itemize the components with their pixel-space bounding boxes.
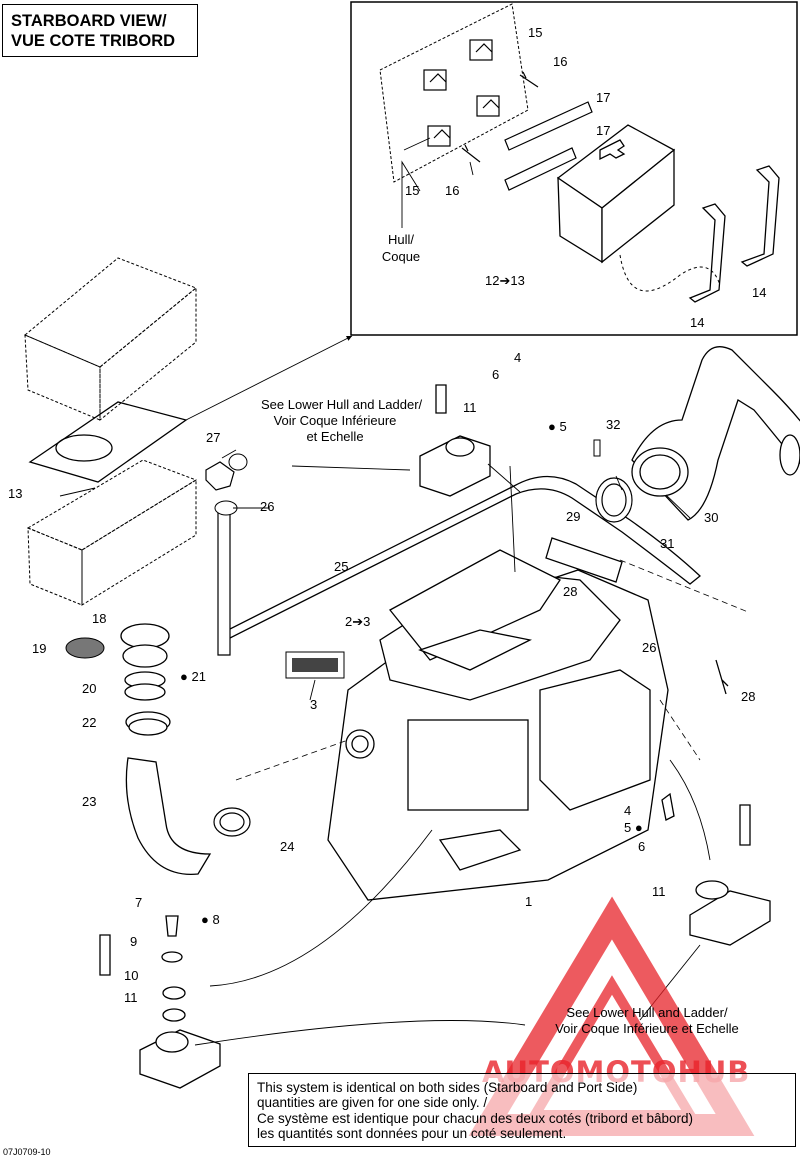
see-lower-hull-bottom-line-1: See Lower Hull and Ladder/	[566, 1005, 728, 1020]
callout-32: 32	[606, 417, 621, 432]
hull-brackets	[423, 39, 500, 147]
vent-hose-25	[218, 475, 701, 641]
callout-13: 13	[8, 486, 23, 501]
hull-label-line-1: Hull/	[387, 232, 414, 247]
hull-label-line-2: Coque	[381, 249, 421, 264]
drain-fitting-18	[120, 623, 170, 668]
see-lower-hull-top-line-3: et Echelle	[306, 429, 364, 444]
note-line-2: quantities are given for one side only. …	[257, 1095, 488, 1110]
callout-15: 15	[528, 25, 543, 40]
title-box: STARBOARD VIEW/ VUE COTE TRIBORD	[2, 4, 198, 57]
callout-16: 16	[445, 183, 460, 198]
inset-frame	[350, 1, 798, 336]
cap-27	[228, 453, 248, 471]
callout-6: 6	[638, 839, 646, 854]
callout-11: 11	[124, 990, 138, 1005]
clamp-24	[213, 807, 251, 837]
callout-8-num: 8	[212, 912, 220, 927]
dashed-lines	[235, 559, 749, 781]
callout-11: 11	[652, 884, 666, 899]
title-line-1: STARBOARD VIEW/	[11, 12, 167, 30]
engine-block-1	[327, 549, 669, 901]
mount-left	[99, 915, 221, 1089]
see-lower-hull-top-line-1: See Lower Hull and Ladder/	[261, 397, 423, 412]
screen-19	[65, 637, 105, 659]
callout-26: 26	[260, 499, 275, 514]
callout-17: 17	[596, 123, 611, 138]
battery-box-12	[556, 124, 676, 264]
callout-18: 18	[92, 611, 107, 626]
hose-stub	[217, 504, 231, 656]
note-line-3: Ce système est identique pour chacun des…	[257, 1111, 693, 1126]
strips-17	[504, 101, 593, 191]
callout-26: 26	[642, 640, 657, 655]
callout-5-num: 5	[559, 419, 567, 434]
callout-4: 4	[514, 350, 522, 365]
straps-14	[688, 165, 780, 303]
pin-32	[593, 439, 601, 457]
note-line-1: This system is identical on both sides (…	[257, 1080, 638, 1095]
note-box: This system is identical on both sides (…	[248, 1073, 796, 1147]
sleeve-29	[545, 537, 623, 583]
callout-22: 22	[82, 715, 97, 730]
callout-21: ● 21	[180, 669, 206, 684]
screw-16	[461, 71, 539, 163]
mount-top	[419, 384, 491, 497]
callout-20: 20	[82, 681, 97, 696]
callout-10: 10	[124, 968, 139, 983]
hose-23	[125, 757, 212, 875]
exhaust-pipe-30	[631, 346, 800, 521]
elbow-27	[205, 461, 235, 491]
hull-plate	[379, 3, 529, 183]
ring-20	[124, 671, 166, 701]
callout-14: 14	[752, 285, 767, 300]
callout-19: 19	[32, 641, 47, 656]
callout-6: 6	[492, 367, 500, 382]
diagram-code: 07J0709-10	[3, 1147, 51, 1157]
clamp-22	[125, 711, 171, 736]
callout-23: 23	[82, 794, 97, 809]
callout-28: 28	[741, 689, 756, 704]
callout-5: ● 5	[548, 419, 567, 434]
battery-tray	[26, 459, 198, 606]
callout-15: 15	[405, 183, 420, 198]
callout-27: 27	[206, 430, 221, 445]
callout-12: 12➔13	[485, 273, 525, 288]
mount-right	[661, 792, 771, 946]
callout-29: 29	[566, 509, 581, 524]
label-3-inner	[292, 658, 338, 672]
callout-4: 4	[624, 803, 632, 818]
callout-1: 1	[525, 894, 533, 909]
tie-28	[715, 659, 729, 695]
callout-8: ● 8	[201, 912, 220, 927]
callout-14: 14	[690, 315, 705, 330]
callout-5-num: 5	[624, 820, 632, 835]
see-lower-hull-top-line-2: Voir Coque Inférieure	[273, 413, 397, 428]
callout-3: 3	[310, 697, 318, 712]
note-line-4: les quantités sont données pour un coté …	[257, 1126, 567, 1141]
title-line-2: VUE COTE TRIBORD	[11, 32, 176, 50]
callout-25: 25	[334, 559, 349, 574]
clamp-31	[595, 477, 633, 523]
callout-16: 16	[553, 54, 568, 69]
see-lower-hull-bottom-line-2: Voir Coque Inférieure et Echelle	[555, 1021, 739, 1036]
leader-lines	[59, 137, 711, 1046]
callout-31: 31	[660, 536, 675, 551]
callout-9: 9	[130, 934, 138, 949]
callout-24: 24	[280, 839, 295, 854]
callout-7: 7	[135, 895, 143, 910]
callout-5: 5 ●	[624, 820, 643, 835]
callout-21-num: 21	[191, 669, 206, 684]
battery-cable	[619, 254, 721, 292]
callout-30: 30	[704, 510, 719, 525]
callout-17: 17	[596, 90, 611, 105]
callout-2-3: 2➔3	[345, 614, 371, 629]
callout-28: 28	[563, 584, 578, 599]
callout-11: 11	[463, 400, 477, 415]
battery-cover	[24, 257, 197, 422]
